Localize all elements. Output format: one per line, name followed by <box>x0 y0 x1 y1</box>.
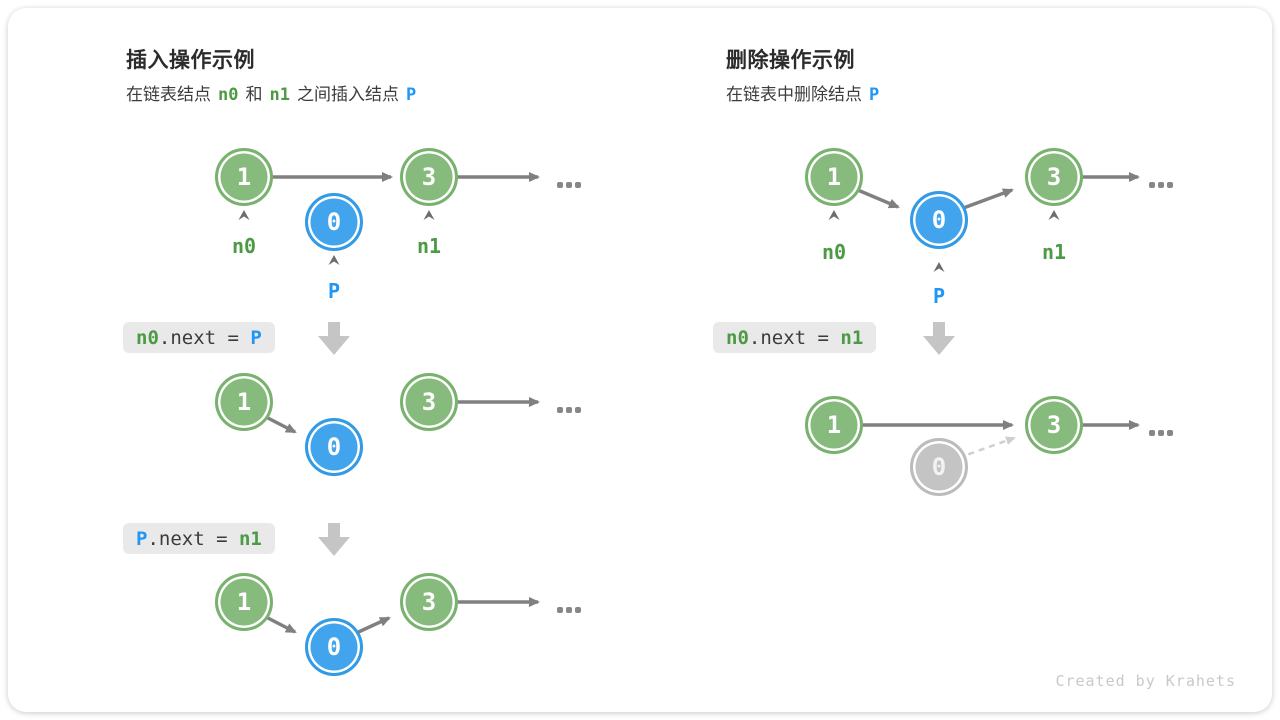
code-id: n1 <box>840 326 864 349</box>
pointer-label-n0: n0 <box>231 234 257 258</box>
list-node-0-p: 0 <box>305 618 363 676</box>
block-down-arrow-icon <box>318 523 350 556</box>
code-id: n0 <box>726 326 749 349</box>
code-id: n1 <box>238 527 262 550</box>
caret-up-icon <box>933 262 945 272</box>
block-down-arrow-icon <box>318 322 350 355</box>
block-down-arrow-icon <box>923 322 955 355</box>
pointer-label-n0: n0 <box>821 240 847 264</box>
code-text: .next = <box>158 326 251 349</box>
subtitle-text: 和 <box>245 85 263 104</box>
list-node-0-p: 0 <box>305 193 363 251</box>
pointer-label-n1: n1 <box>1041 240 1067 264</box>
node-value: 0 <box>326 433 342 461</box>
n0-token: n0 <box>218 85 239 105</box>
subtitle-text: 之间插入结点 <box>296 85 399 104</box>
ellipsis-icon <box>557 607 581 613</box>
p-token: P <box>405 85 417 105</box>
list-node-3: 3 <box>400 573 458 631</box>
diagram-card: 插入操作示例 在链表结点 n0 和 n1 之间插入结点 P 删除操作示例 在链表中删除结点… <box>8 8 1272 712</box>
code-label-n0-next-n1: n0.next = n1 <box>713 322 877 353</box>
right-subtitle: 在链表中删除结点 P <box>726 80 886 105</box>
caret-up-icon <box>328 255 340 265</box>
left-subtitle: 在链表结点 n0 和 n1 之间插入结点 P <box>126 80 423 105</box>
node-value: 1 <box>826 411 842 439</box>
left-title: 插入操作示例 <box>126 49 255 72</box>
pointer-label-p: P <box>327 279 341 303</box>
list-node-0-p: 0 <box>305 418 363 476</box>
node-value: 3 <box>421 588 437 616</box>
arrows-layer <box>238 172 1140 637</box>
node-value: 1 <box>236 163 252 191</box>
p-token: P <box>869 85 880 105</box>
list-node-3: 3 <box>1025 396 1083 454</box>
n1-token: n1 <box>269 85 290 105</box>
list-node-1: 1 <box>215 373 273 431</box>
caret-up-icon <box>238 210 250 220</box>
node-value: 3 <box>1046 411 1062 439</box>
arrow-right2-deleted-dashed <box>957 436 1016 460</box>
list-node-3: 3 <box>400 148 458 206</box>
list-node-1: 1 <box>215 573 273 631</box>
ellipsis-icon <box>1149 182 1173 188</box>
node-value: 3 <box>421 388 437 416</box>
caret-up-icon <box>423 210 435 220</box>
node-value: 1 <box>236 388 252 416</box>
pointer-label-p: P <box>932 284 946 308</box>
node-value: 1 <box>826 163 842 191</box>
caret-up-icon <box>1048 210 1060 220</box>
list-node-3: 3 <box>400 373 458 431</box>
subtitle-text: 在链表结点 <box>126 85 211 104</box>
caret-up-icon <box>828 210 840 220</box>
arrow-right1-p-n1 <box>957 188 1014 212</box>
node-value: 0 <box>931 453 947 481</box>
node-value: 3 <box>1046 163 1062 191</box>
code-id: n0 <box>136 326 159 349</box>
watermark: Created by Krahets <box>1055 672 1236 690</box>
pointer-label-n1: n1 <box>416 234 442 258</box>
code-text: .next = <box>748 326 841 349</box>
right-title: 删除操作示例 <box>726 49 855 72</box>
code-label-p-next-n1: P.next = n1 <box>123 523 275 554</box>
ellipsis-icon <box>1149 430 1173 436</box>
code-text: .next = <box>147 527 239 550</box>
list-node-3: 3 <box>1025 148 1083 206</box>
list-node-1: 1 <box>805 148 863 206</box>
list-node-0-deleted: 0 <box>910 438 968 496</box>
node-value: 3 <box>421 163 437 191</box>
node-value: 0 <box>931 206 947 234</box>
node-value: 0 <box>326 208 342 236</box>
node-value: 1 <box>236 588 252 616</box>
ellipsis-icon <box>557 182 581 188</box>
list-node-0-p: 0 <box>910 191 968 249</box>
list-node-1: 1 <box>215 148 273 206</box>
ellipsis-icon <box>557 407 581 413</box>
arrow-right1-n0-p <box>852 186 900 209</box>
node-value: 0 <box>326 633 342 661</box>
subtitle-text: 在链表中删除结点 <box>726 85 862 104</box>
code-id: P <box>136 527 148 550</box>
list-node-1: 1 <box>805 396 863 454</box>
code-label-n0-next-p: n0.next = P <box>123 322 275 353</box>
code-id: P <box>250 326 262 349</box>
